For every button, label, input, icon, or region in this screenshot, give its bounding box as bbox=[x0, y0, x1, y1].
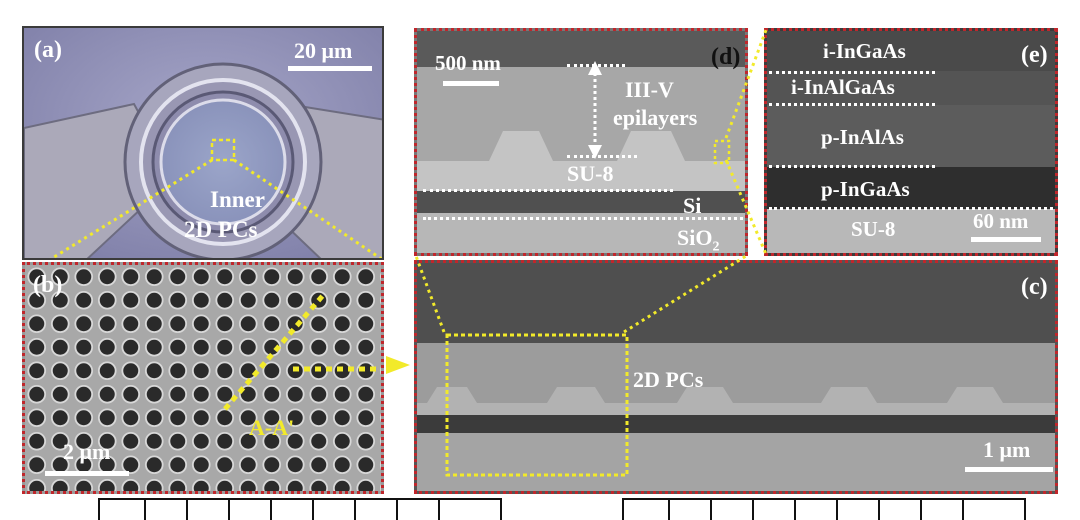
arrow-b-to-c bbox=[386, 356, 410, 374]
scale-label-a: 20 μm bbox=[294, 38, 353, 63]
scale-label-e: 60 nm bbox=[973, 209, 1029, 233]
su8-label-d: SU-8 bbox=[567, 161, 614, 186]
scale-bar-a bbox=[288, 66, 372, 71]
panel-e: (e) i-InGaAs i-InAlGaAs p-InAlAs p-InGaA… bbox=[764, 28, 1058, 256]
scale-bar-c bbox=[965, 467, 1053, 472]
panel-d: (d) 500 nm III-V epilayers SU-8 Si SiO2 bbox=[414, 28, 748, 256]
cross-section-sem-c bbox=[417, 263, 1055, 491]
cut-label: A-A' bbox=[249, 415, 295, 440]
scale-label-c: 1 μm bbox=[983, 437, 1031, 462]
sio2-label: SiO2 bbox=[677, 225, 720, 255]
panel-label-b: (b) bbox=[33, 272, 63, 298]
panel-a: (a) 20 μm Inner 2D PCs bbox=[22, 26, 384, 260]
panel-b: (b) 2 μm A-A' bbox=[22, 262, 384, 494]
annotation-2d-pcs-c: 2D PCs bbox=[633, 367, 704, 392]
scale-bar-d bbox=[443, 81, 499, 86]
cross-section-sem-d bbox=[417, 31, 745, 253]
layer-p-ingaas: p-InGaAs bbox=[821, 177, 910, 201]
scale-bar-e bbox=[971, 237, 1041, 242]
panel-label-c: (c) bbox=[1021, 274, 1048, 300]
panel-label-d: (d) bbox=[711, 44, 741, 70]
panel-label-e: (e) bbox=[1021, 42, 1048, 68]
panel-c: (c) 2D PCs 1 μm bbox=[414, 260, 1058, 494]
zoom-box-d bbox=[713, 139, 731, 165]
annotation-2d-pcs-a: 2D PCs bbox=[184, 217, 258, 242]
scale-label-d: 500 nm bbox=[435, 51, 501, 75]
epilayer-label-1: III-V bbox=[625, 77, 674, 102]
bottom-strip-right bbox=[622, 498, 1026, 520]
annotation-inner: Inner bbox=[210, 187, 265, 212]
layer-i-ingaas: i-InGaAs bbox=[823, 39, 906, 63]
scale-bar-b bbox=[45, 471, 129, 476]
scale-label-b: 2 μm bbox=[63, 439, 111, 464]
bottom-strip-left bbox=[98, 498, 502, 520]
zoom-box-c bbox=[445, 333, 629, 477]
panel-label-a: (a) bbox=[34, 37, 62, 63]
layer-i-inalgaas: i-InAlGaAs bbox=[791, 75, 895, 99]
zoom-box-a bbox=[210, 138, 236, 162]
layer-p-inalas: p-InAlAs bbox=[821, 125, 904, 149]
layer-stack-sem-e bbox=[767, 31, 1055, 253]
si-label: Si bbox=[683, 193, 702, 218]
layer-su8-e: SU-8 bbox=[851, 217, 896, 241]
epilayer-label-2: epilayers bbox=[613, 105, 698, 130]
photonic-crystal-sem bbox=[25, 265, 381, 491]
